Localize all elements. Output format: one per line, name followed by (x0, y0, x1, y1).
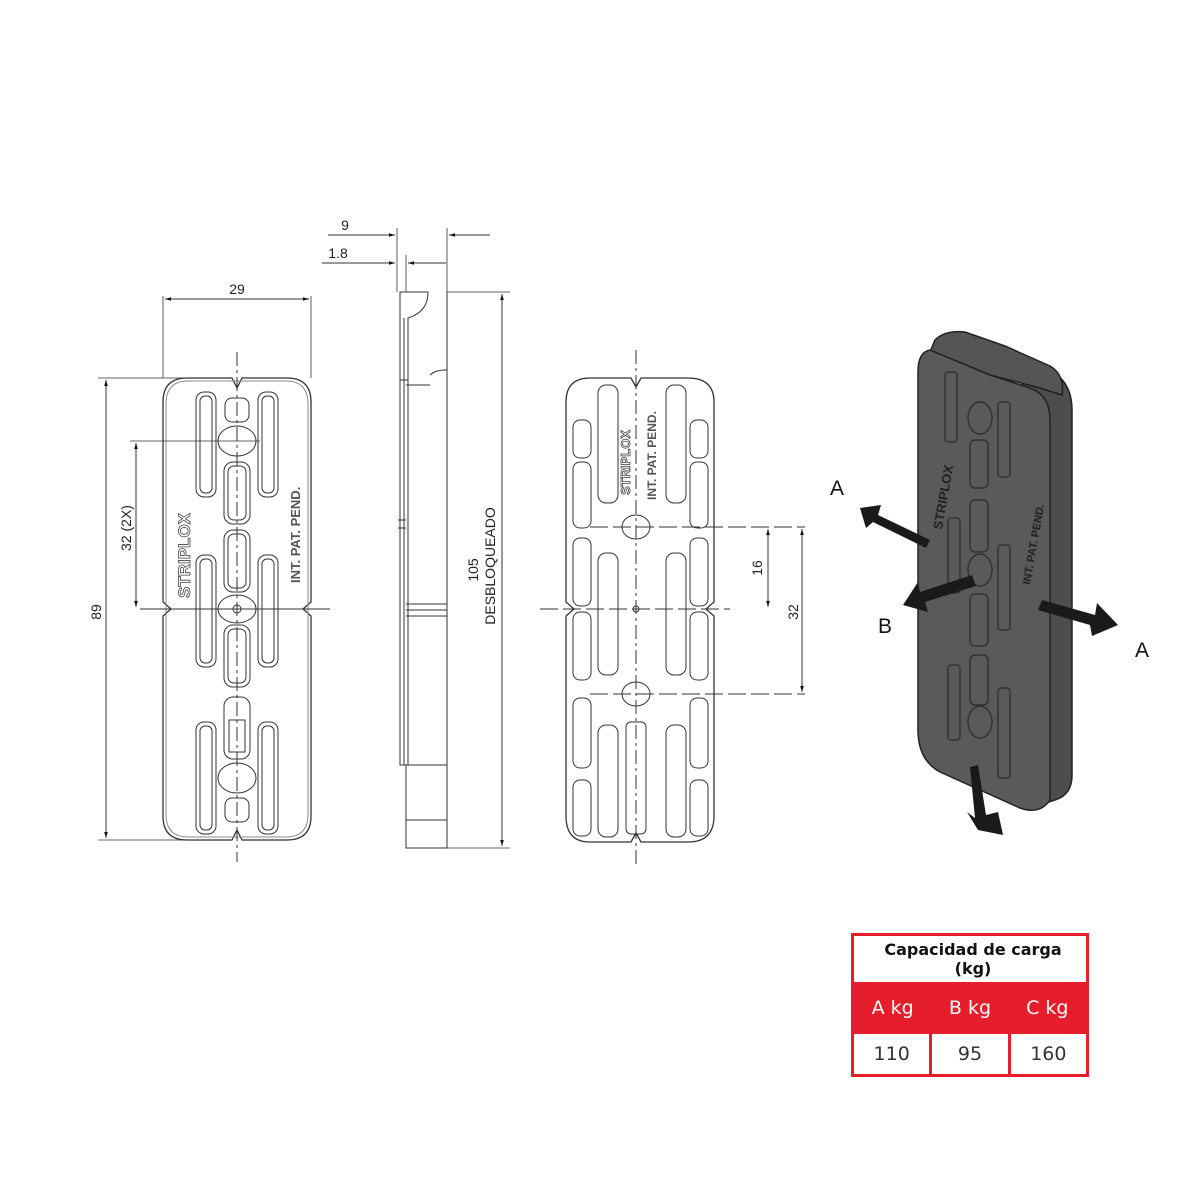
load-table-header-b: B kg (948, 997, 992, 1019)
iso-view: STRIPLOX INT. PAT. PEND. (860, 330, 1118, 835)
load-table-header-row: A kg B kg C kg (854, 982, 1086, 1034)
load-table-title: Capacidad de carga (kg) (884, 940, 1062, 978)
back-logo-text: STRIPLOX (618, 430, 633, 495)
side-unlocked-label: DESBLOQUEADO (482, 507, 498, 625)
iso-arrow-label-b: B (878, 615, 892, 638)
front-logo-text: STRIPLOX (175, 512, 194, 598)
front-height-dim: 89 (88, 604, 104, 620)
side-thickness-dim: 9 (341, 217, 349, 233)
back-view (540, 350, 805, 865)
load-table-value-b: 95 (932, 1034, 1008, 1074)
back-patent-text: INT. PAT. PEND. (645, 411, 659, 500)
back-hole-offset-dim: 16 (749, 560, 765, 576)
load-table-value-row: 110 95 160 (854, 1034, 1086, 1074)
front-view (98, 296, 330, 862)
iso-arrow-label-a-left: A (830, 477, 844, 500)
iso-arrow-label-a-right: A (1135, 639, 1149, 662)
front-width-dim: 29 (229, 281, 245, 297)
front-patent-text: INT. PAT. PEND. (288, 487, 303, 583)
back-hole-spacing-dim: 32 (785, 604, 801, 620)
side-lip-dim: 1.8 (328, 245, 348, 261)
side-view (322, 228, 510, 849)
load-table-value-c: 160 (1010, 1034, 1086, 1074)
front-pitch-dim: 32 (2X) (118, 505, 134, 551)
load-table-value-a: 110 (854, 1034, 930, 1074)
load-table-header-a: A kg (871, 997, 914, 1019)
side-length-dim: 105 (465, 558, 481, 582)
load-table-header-c: C kg (1026, 997, 1069, 1019)
load-capacity-table: Capacidad de carga (kg) A kg B kg C kg 1… (851, 933, 1089, 1077)
